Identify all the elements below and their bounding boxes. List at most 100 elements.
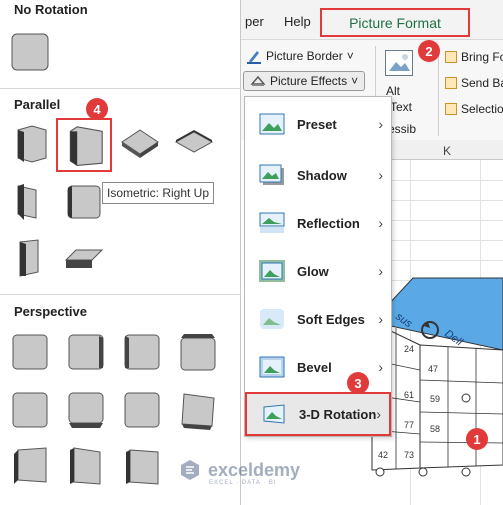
chevron-right-icon: › [378, 167, 383, 183]
selection-pane-button[interactable]: Selectio [445, 102, 503, 116]
gridline [390, 280, 503, 281]
chevron-right-icon: › [378, 215, 383, 231]
bring-forward-icon [445, 51, 457, 63]
tab-picture-format[interactable]: Picture Format [320, 8, 470, 37]
ribbon-separator [375, 46, 376, 136]
menu-item-soft-edges-label: Soft Edges [297, 311, 365, 327]
menu-item-reflection[interactable]: Reflection › [245, 201, 391, 245]
gridline [390, 240, 503, 241]
picture-border-button[interactable]: Picture Border ˅ [246, 48, 354, 64]
menu-item-soft-edges[interactable]: Soft Edges › [245, 297, 391, 341]
rotation-perspective-option[interactable] [8, 388, 52, 432]
rotation-isometric-right-up[interactable] [56, 118, 112, 172]
step-badge-1: 1 [466, 428, 488, 450]
preset-icon [259, 113, 285, 135]
worksheet[interactable]: K [390, 140, 503, 505]
rotation-oblique-top[interactable] [62, 236, 106, 280]
rotation-off-axis-1-left[interactable] [8, 180, 52, 224]
tab-help[interactable]: Help [284, 14, 311, 29]
chevron-down-icon: ˅ [351, 74, 359, 88]
selection-pane-icon [445, 103, 457, 115]
menu-item-preset[interactable]: Preset › [245, 102, 391, 146]
gridline [390, 180, 503, 181]
chevron-down-icon: ˅ [346, 49, 354, 63]
rotation-perspective-option[interactable] [8, 444, 52, 488]
effects-icon [250, 75, 266, 86]
rotation-perspective-option[interactable] [8, 330, 52, 374]
picture-effects-button[interactable]: Picture Effects ˅ [243, 71, 366, 91]
rotation-perspective-option[interactable] [64, 388, 108, 432]
pen-border-icon [247, 51, 261, 64]
watermark-name: exceldemy [208, 459, 301, 480]
rotation-isometric-top-up[interactable] [118, 122, 162, 166]
column-header: K [390, 140, 503, 160]
watermark: exceldemy EXCEL · DATA · BI [178, 458, 301, 486]
watermark-tagline: EXCEL · DATA · BI [209, 480, 277, 486]
send-backward-button[interactable]: Send Ba [445, 76, 503, 90]
chevron-right-icon: › [378, 263, 383, 279]
picture-effects-menu: Preset › Shadow › Reflection › Glow › So… [244, 96, 392, 437]
step-badge-2: 2 [418, 40, 440, 62]
rotation-isometric-bottom-down[interactable] [172, 122, 216, 166]
alt-text-label[interactable]: Alt [386, 84, 401, 98]
glow-icon [259, 260, 285, 282]
rotation-perspective-option[interactable] [120, 330, 164, 374]
menu-item-glow-label: Glow [297, 263, 329, 279]
alt-text-label-2[interactable]: Text [390, 100, 413, 114]
section-perspective: Perspective [14, 304, 87, 319]
accessibility-label: essib [388, 122, 417, 136]
reflection-icon [259, 212, 285, 233]
gridline [410, 160, 411, 505]
chevron-right-icon: › [376, 406, 381, 422]
step-badge-4: 4 [86, 98, 108, 120]
rotation-isometric-left-down[interactable] [8, 122, 52, 166]
ribbon-tab-bar: per Help Picture Format [240, 0, 503, 40]
chevron-right-icon: › [378, 116, 383, 132]
rotation-no-rotation-option[interactable] [8, 30, 52, 74]
rotation-gallery: No Rotation Parallel [0, 0, 241, 505]
send-backward-label: Send Ba [461, 76, 503, 90]
rotation-off-axis-2-left[interactable] [8, 236, 52, 280]
picture-effects-label: Picture Effects [270, 74, 348, 88]
exceldemy-logo-icon [181, 460, 199, 480]
rotation-perspective-option[interactable] [64, 444, 108, 488]
ribbon-separator [438, 46, 439, 136]
shadow-icon [259, 164, 284, 185]
rotation-perspective-option[interactable] [176, 330, 220, 374]
menu-item-glow[interactable]: Glow › [245, 249, 391, 293]
bring-forward-label: Bring Fo [461, 50, 503, 64]
tooltip-isometric-right-up: Isometric: Right Up [102, 182, 214, 204]
rotation-off-axis-1-right[interactable] [62, 180, 106, 224]
gridline [390, 200, 503, 201]
rotation-perspective-option[interactable] [120, 388, 164, 432]
tab-partial[interactable]: per [245, 14, 264, 29]
menu-item-shadow[interactable]: Shadow › [245, 153, 391, 197]
menu-item-preset-label: Preset [297, 116, 337, 132]
menu-item-reflection-label: Reflection [297, 215, 360, 231]
menu-item-bevel[interactable]: Bevel › [245, 345, 391, 389]
section-divider [0, 294, 241, 295]
chevron-right-icon: › [378, 311, 383, 327]
gridline [390, 220, 503, 221]
bevel-icon [259, 356, 285, 378]
alt-text-icon[interactable] [385, 50, 413, 76]
menu-item-bevel-label: Bevel [297, 359, 332, 375]
gridline [390, 260, 503, 261]
gridline [480, 160, 481, 505]
section-divider [0, 88, 241, 89]
selection-pane-label: Selectio [461, 102, 503, 116]
picture-border-label: Picture Border [266, 49, 343, 63]
chevron-right-icon: › [378, 359, 383, 375]
send-backward-icon [445, 77, 457, 89]
rotation-perspective-option[interactable] [176, 388, 220, 432]
rotation-perspective-option[interactable] [120, 444, 164, 488]
rotation-perspective-option[interactable] [64, 330, 108, 374]
bring-forward-button[interactable]: Bring Fo [445, 50, 503, 64]
3d-rotation-icon [263, 404, 285, 424]
section-no-rotation: No Rotation [14, 2, 88, 17]
menu-item-3d-rotation[interactable]: 3-D Rotation › [245, 392, 391, 436]
column-header-k: K [443, 144, 452, 158]
resize-handle [375, 467, 385, 477]
step-badge-3: 3 [347, 372, 369, 394]
